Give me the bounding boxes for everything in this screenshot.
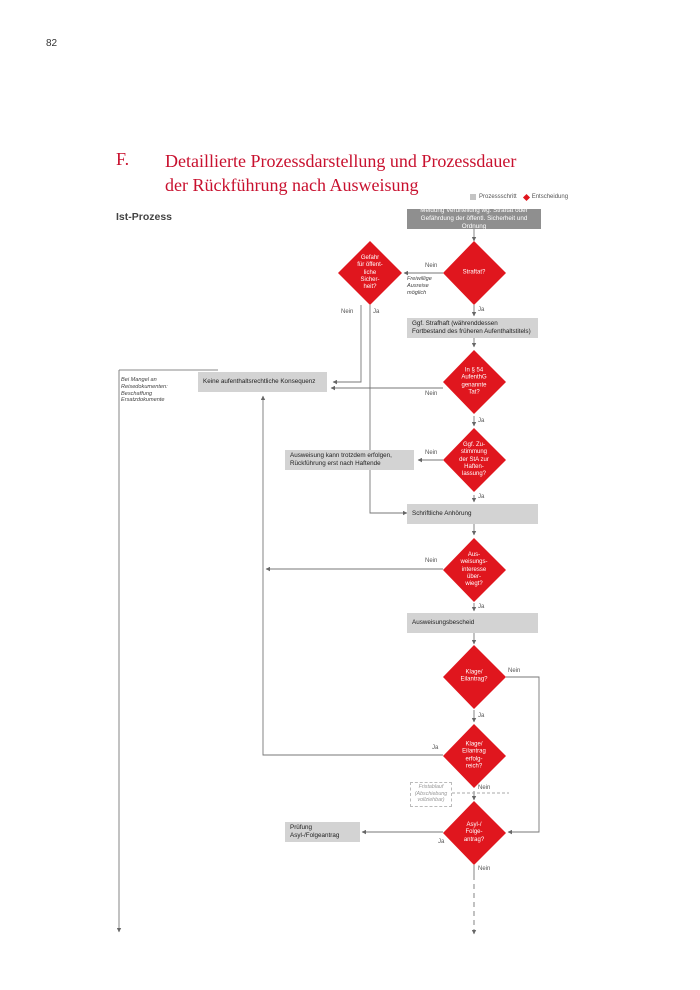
- decision-par54-text: In § 54 AufenthG genannte Tat?: [452, 367, 496, 396]
- decision-line: Gefahr: [360, 254, 380, 261]
- decision-line: Folge-: [465, 829, 483, 836]
- legend-decision: Entscheidung: [531, 194, 569, 200]
- legend: Prozessschritt Entscheidung: [470, 193, 569, 201]
- section-title: Ist-Prozess: [116, 211, 173, 223]
- decision-line: Eilantrag?: [460, 677, 488, 683]
- decision-asyl-text: Asyl-/ Folge- antrag?: [452, 822, 496, 844]
- diamond-par54: [443, 350, 506, 414]
- decision-gefahr-text: Gefahr für öffent- liche Sicher- heit?: [348, 255, 392, 291]
- edge-label-ja: Ja: [478, 307, 485, 313]
- edge-label-nein: Nein: [425, 558, 438, 564]
- decision-line: Klage/: [465, 741, 483, 748]
- edge-label-nein: Nein: [425, 263, 438, 269]
- edge-label-ja: Ja: [373, 309, 380, 315]
- diamond-erfolg: [443, 724, 506, 788]
- decision-line: Aus-: [467, 551, 481, 558]
- decision-line: heit?: [363, 283, 377, 290]
- page-number: 82: [46, 38, 58, 49]
- asyl-pruefung-box: Prüfung Asyl-/Folgeantrag: [285, 822, 360, 842]
- decision-line: In § 54: [464, 367, 484, 374]
- edge-label-ja: Ja: [438, 839, 445, 845]
- decision-line: AufenthG: [461, 374, 487, 381]
- diamond-asyl: [443, 801, 506, 865]
- decision-shapes: [338, 241, 506, 865]
- note-fristablauf: Fristablauf (Abschiebung vollziehbar): [410, 782, 452, 807]
- decision-line: lassung?: [461, 470, 487, 477]
- chapter-letter: F.: [116, 149, 130, 169]
- edge-label-ja: Ja: [478, 418, 485, 424]
- decision-line: interesse: [461, 566, 487, 573]
- decision-line: Klage/: [465, 669, 483, 676]
- process-step-swatch: [470, 194, 476, 200]
- decision-interesse-text: Aus- weisungs- interesse über- wiegt?: [452, 552, 496, 588]
- decision-line: weisungs-: [460, 559, 488, 566]
- decision-line: reich?: [465, 763, 483, 770]
- diamond-interesse: [443, 538, 506, 602]
- decision-line: wiegt?: [465, 580, 483, 587]
- decision-line: stimmung: [460, 449, 487, 456]
- decision-line: über-: [466, 573, 481, 580]
- strafhaft-box: Ggf. Strafhaft (währenddessen Fortbestan…: [407, 318, 538, 338]
- decision-line: für öffent-: [357, 262, 383, 269]
- decision-line: der StA zur: [459, 456, 489, 463]
- decision-line: genannte: [461, 382, 487, 388]
- decision-line: liche: [363, 269, 377, 276]
- edge-label-ja: Ja: [478, 713, 485, 719]
- decision-line: Tat?: [468, 389, 480, 396]
- legend-process-step: Prozessschritt: [479, 194, 517, 200]
- bescheid-box: Ausweisungsbescheid: [407, 613, 538, 633]
- page-title: Detaillierte Prozessdarstellung und Proz…: [165, 149, 516, 197]
- note-mangel-reisedokumente: Bei Mangel an Reisedokumenten: Beschaffu…: [121, 377, 168, 404]
- diamond-gefahr: [338, 241, 402, 305]
- edge-label-nein: Nein: [478, 866, 491, 872]
- edge-label-nein: Nein: [425, 450, 438, 456]
- note-freiwillige-ausreise: Freiwillige Ausreise möglich: [407, 276, 432, 296]
- edge-label-nein: Nein: [478, 785, 491, 791]
- edge-label-ja: Ja: [432, 745, 439, 751]
- decision-zustimmung-text: Ggf. Zu- stimmung der StA zur Haften- la…: [452, 442, 496, 478]
- decision-line: Ggf. Zu-: [462, 441, 485, 448]
- title-line-1: Detaillierte Prozessdarstellung und Proz…: [165, 151, 517, 171]
- anhoerung-box: Schriftliche Anhörung: [407, 504, 538, 524]
- decision-straftat-text: Straftat?: [452, 269, 496, 276]
- edge-label-nein: Nein: [341, 309, 354, 315]
- edge-label-ja: Ja: [478, 604, 485, 610]
- decision-line: Sicher-: [360, 276, 380, 283]
- diamond-zustimmung: [443, 428, 506, 492]
- diamond-straftat: [443, 241, 506, 305]
- start-box: Meldung Verurteilung wg. Straftat oder G…: [407, 207, 541, 230]
- decision-line: erfolg-: [465, 756, 483, 762]
- decision-line: antrag?: [463, 836, 485, 843]
- diamond-klage: [443, 645, 506, 709]
- edge-label-ja: Ja: [478, 494, 485, 500]
- decision-klage-text: Klage/ Eilantrag?: [452, 670, 496, 685]
- decision-line: Eilantrag: [462, 748, 486, 755]
- keine-konsequenz-box: Keine aufenthaltsrechtliche Konsequenz: [198, 372, 327, 392]
- edge-label-nein: Nein: [425, 391, 438, 397]
- decision-erfolg-text: Klage/ Eilantrag erfolg- reich?: [452, 741, 496, 770]
- title-line-2: der Rückführung nach Ausweisung: [165, 175, 419, 195]
- decision-line: Straftat?: [462, 269, 486, 276]
- ausweisung-trotzdem-box: Ausweisung kann trotzdem erfolgen, Rückf…: [285, 450, 414, 470]
- decision-line: Asyl-/: [466, 822, 482, 829]
- edge-label-nein: Nein: [508, 668, 521, 674]
- decision-line: Haften-: [464, 463, 484, 470]
